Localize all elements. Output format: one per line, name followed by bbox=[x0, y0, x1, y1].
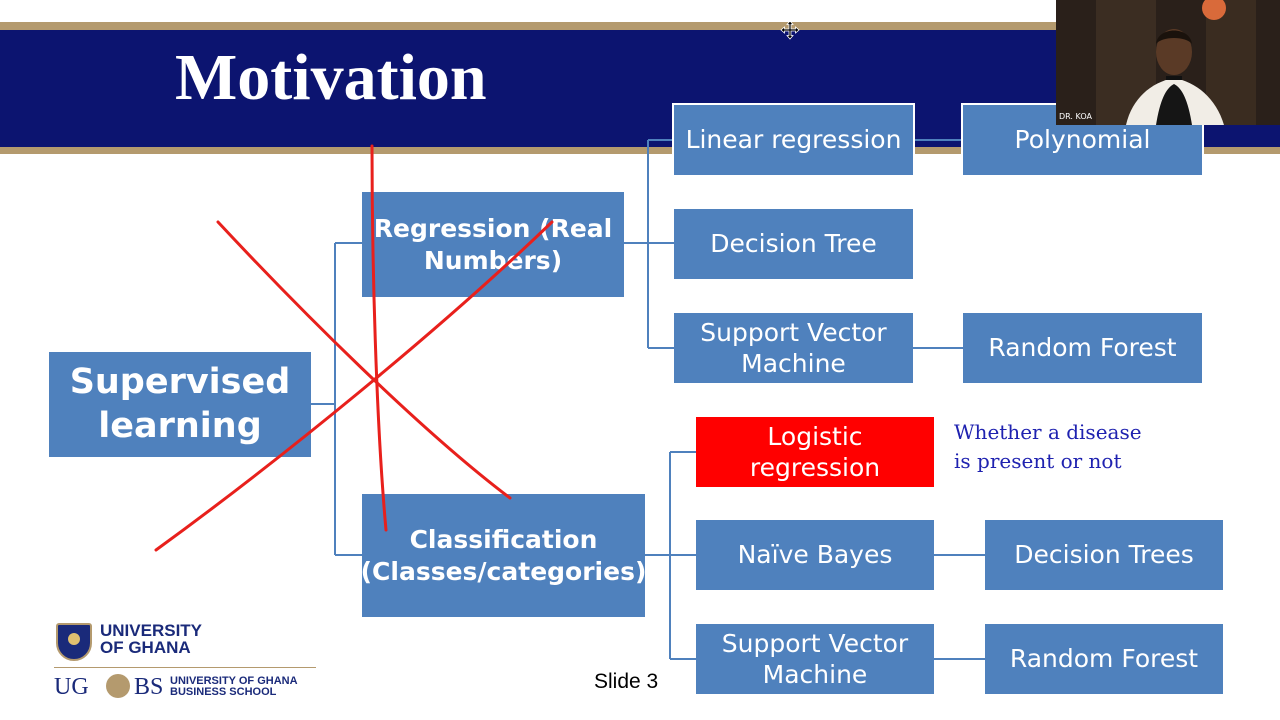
university-logo: UNIVERSITY OF GHANA UG BS UNIVERSITY OF … bbox=[50, 620, 330, 700]
webcam-name-label: DR. KOA bbox=[1059, 112, 1092, 121]
slide-title: Motivation bbox=[175, 41, 487, 114]
slide-number: Slide 3 bbox=[594, 670, 659, 693]
annotation-disease-note: Whether a disease is present or not bbox=[954, 420, 1142, 473]
webcam-thumbnail[interactable]: DR. KOA bbox=[1056, 0, 1280, 125]
ink-stroke-vertical bbox=[370, 144, 388, 532]
node-random-forest-classification: Random Forest bbox=[985, 624, 1223, 694]
node-classification: Classification(Classes/categories) bbox=[361, 494, 646, 617]
logo-divider bbox=[54, 667, 316, 668]
school-prefix-right: BS bbox=[134, 674, 164, 700]
school-prefix-left: UG bbox=[54, 674, 89, 700]
university-name: UNIVERSITY OF GHANA bbox=[100, 621, 203, 657]
connector-classification-branches bbox=[645, 451, 696, 660]
node-decision-tree: Decision Tree bbox=[674, 209, 913, 279]
banner-bottom-trim bbox=[0, 147, 1280, 154]
connector-supervised-branches bbox=[311, 242, 362, 556]
node-linear-regression: Linear regression bbox=[672, 103, 915, 177]
ink-stroke-diagonal-up bbox=[154, 220, 554, 552]
node-decision-trees: Decision Trees bbox=[985, 520, 1223, 590]
presenter-video-icon bbox=[1056, 0, 1280, 125]
node-random-forest-regression: Random Forest bbox=[963, 313, 1202, 383]
node-naive-bayes: Naïve Bayes bbox=[696, 520, 934, 590]
business-school-name: UNIVERSITY OF GHANA BUSINESS SCHOOL bbox=[170, 675, 298, 698]
connector-regression-branches bbox=[624, 139, 674, 349]
university-crest-icon bbox=[56, 623, 92, 661]
banner-top-trim bbox=[0, 22, 1280, 30]
school-seal-icon bbox=[106, 674, 130, 698]
move-cursor-icon bbox=[780, 20, 800, 40]
ink-stroke-diagonal-down bbox=[216, 220, 512, 500]
